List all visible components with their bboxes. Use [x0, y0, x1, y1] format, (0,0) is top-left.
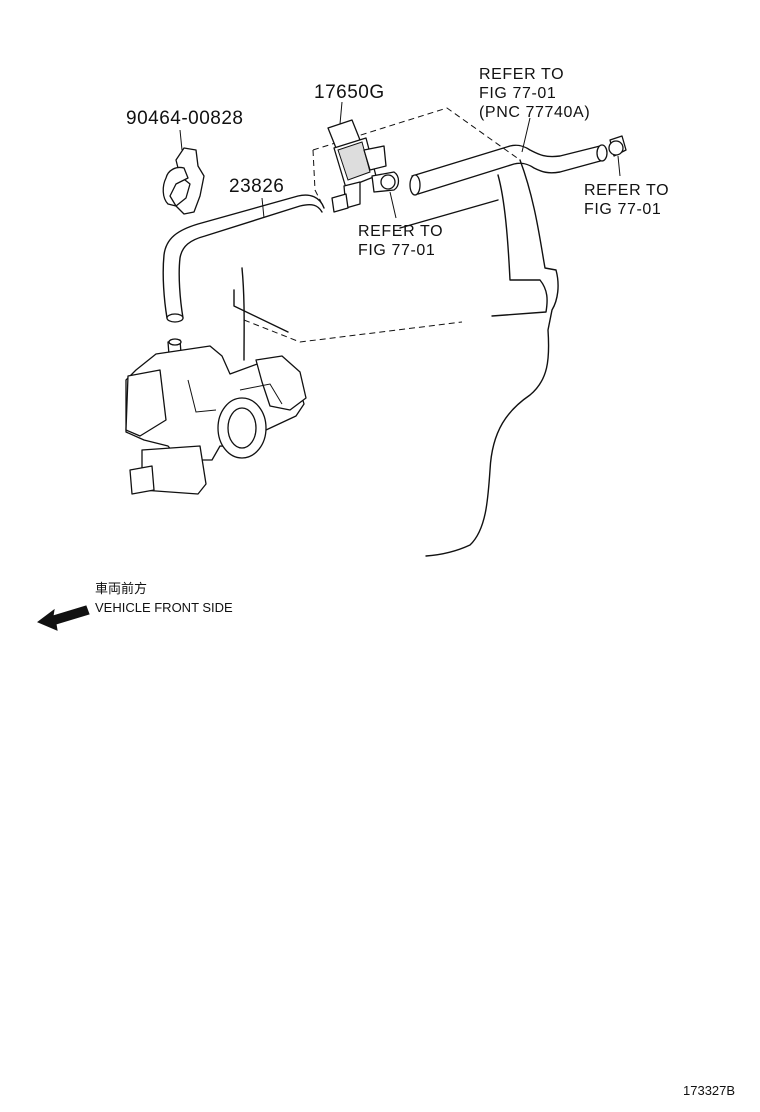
- vehicle-front-en: VEHICLE FRONT SIDE: [95, 600, 233, 615]
- engine-outline: [233, 107, 559, 557]
- hose-23826: [162, 194, 325, 323]
- ref-top-right-line2: FIG 77-01: [479, 85, 556, 102]
- upper-hose: [409, 144, 608, 196]
- clamp-bracket-90464: [162, 147, 205, 215]
- part-number-90464-00828: 90464-00828: [126, 108, 244, 129]
- ref-center-line2: FIG 77-01: [358, 242, 435, 259]
- ref-top-right-line3: (PNC 77740A): [479, 104, 590, 121]
- illustration-id: 173327B: [683, 1083, 735, 1098]
- ref-top-right-line1: REFER TO: [479, 66, 564, 83]
- right-clamp: [608, 135, 627, 177]
- throttle-body: [125, 338, 307, 495]
- ref-right-line1: REFER TO: [584, 182, 669, 199]
- vehicle-front-jp: 車両前方: [95, 581, 147, 596]
- vehicle-front-indicator: 車両前方 VEHICLE FRONT SIDE: [37, 581, 233, 631]
- vsv-17650g: [327, 119, 400, 213]
- ref-right-line2: FIG 77-01: [584, 201, 661, 218]
- part-number-17650g: 17650G: [314, 82, 385, 103]
- front-arrow-icon: [37, 605, 90, 631]
- leader-lines: [179, 101, 531, 219]
- part-number-23826: 23826: [229, 176, 284, 197]
- ref-center-line1: REFER TO: [358, 223, 443, 240]
